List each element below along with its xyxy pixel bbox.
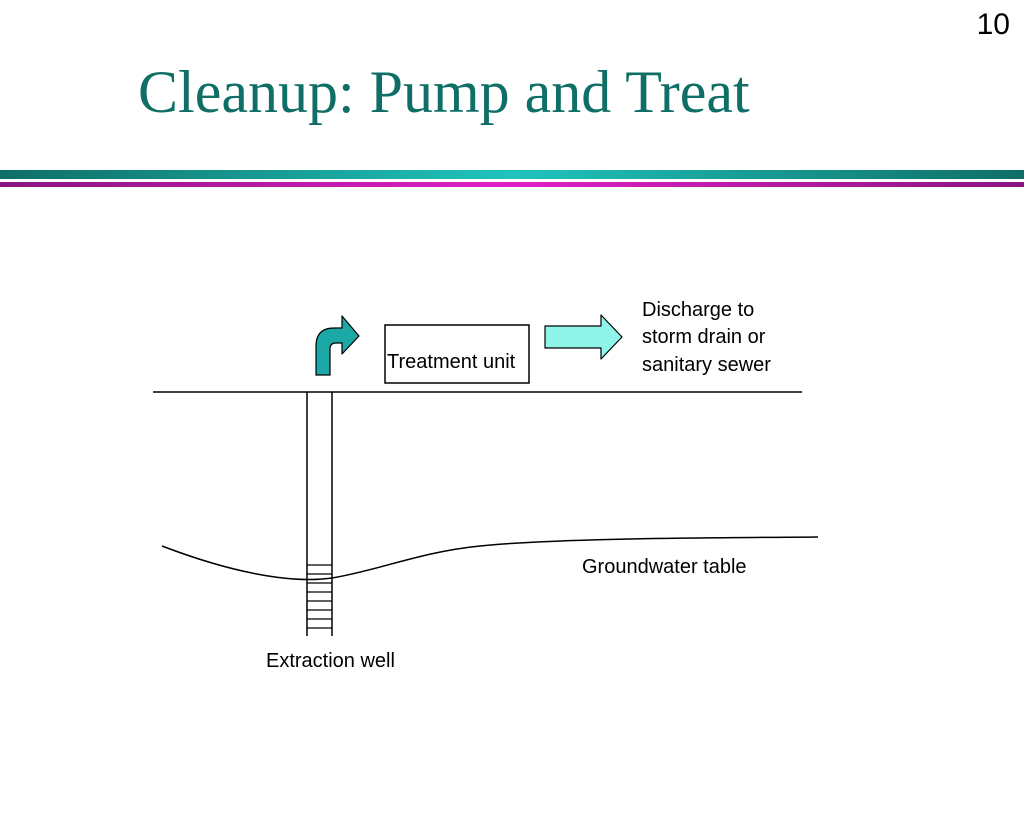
extraction-well-screen <box>307 564 332 629</box>
extraction-well-casing <box>306 392 333 636</box>
groundwater-table-curve <box>161 536 819 581</box>
title-divider-teal <box>0 170 1024 179</box>
title-divider-magenta <box>0 182 1024 187</box>
extraction-well-label: Extraction well <box>266 650 395 672</box>
right-arrow-icon <box>544 314 623 360</box>
groundwater-table-label: Groundwater table <box>582 556 747 578</box>
treatment-unit-label: Treatment unit <box>387 351 516 373</box>
title-divider <box>0 170 1024 187</box>
treatment-unit-box <box>384 324 530 384</box>
curved-up-right-arrow-icon <box>315 315 360 376</box>
discharge-label-line-2: storm drain or <box>642 326 766 348</box>
slide-title: Cleanup: Pump and Treat <box>138 59 750 125</box>
slide-number: 10 <box>976 8 1010 41</box>
discharge-label-line-1: Discharge to <box>642 299 754 321</box>
discharge-label-line-3: sanitary sewer <box>642 354 771 376</box>
